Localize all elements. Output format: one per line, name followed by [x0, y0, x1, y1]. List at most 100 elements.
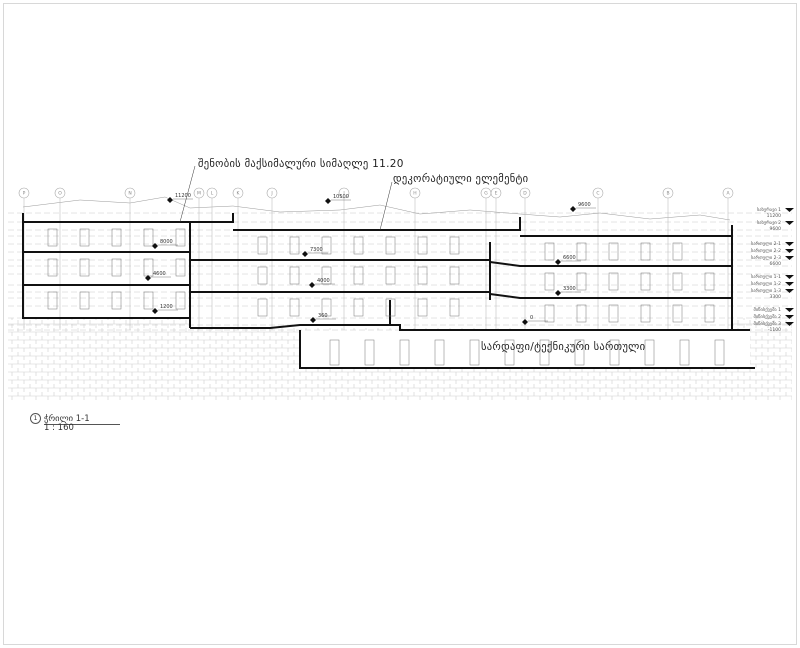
door-opening	[640, 272, 651, 291]
door-opening	[257, 236, 268, 255]
level-triangle-icon	[785, 275, 794, 279]
door-opening	[576, 304, 587, 323]
elevation-value: 1200	[160, 304, 173, 310]
grid-axis-label: H	[413, 191, 416, 197]
level-triangle-icon	[785, 308, 794, 312]
level-value: -1100	[768, 327, 781, 333]
level-marker: მიწისქვეშა 2	[754, 313, 794, 320]
elevation-marker: 3300	[555, 286, 581, 296]
door-opening	[544, 272, 555, 291]
door-opening	[143, 228, 154, 247]
elevation-marker: 1200	[152, 304, 178, 314]
level-name: სართული 1-1	[751, 273, 781, 280]
elevation-value: 4600	[153, 271, 166, 277]
level-name: მიწისქვეშა 1	[754, 306, 782, 313]
grid-axis-bubble	[206, 187, 218, 199]
door-opening	[175, 258, 186, 277]
door-opening	[289, 236, 300, 255]
door-opening	[539, 339, 550, 366]
decorative-roof-line	[22, 196, 731, 221]
door-opening	[608, 272, 619, 291]
door-opening	[704, 242, 715, 261]
door-opening	[469, 339, 480, 366]
door-opening	[644, 339, 655, 366]
door-opening	[79, 258, 90, 277]
door-opening	[672, 304, 683, 323]
grid-axis-bubble	[592, 187, 604, 199]
grid-axis-label: C	[596, 191, 599, 197]
level-triangle-icon	[785, 289, 794, 293]
elevation-value: 0	[530, 315, 533, 321]
grid-axis-label: D	[523, 191, 527, 197]
level-name: სახურავი 2	[757, 219, 781, 226]
door-opening	[353, 236, 364, 255]
elevation-marker: 0	[522, 315, 548, 325]
elevation-symbol-icon	[152, 308, 158, 314]
door-opening	[321, 298, 332, 317]
level-name: სართული 2-1	[751, 240, 781, 247]
door-opening	[608, 242, 619, 261]
door-opening	[329, 339, 340, 366]
door-opening	[544, 242, 555, 261]
elevation-marker: 6600	[555, 255, 581, 265]
structure	[22, 213, 755, 369]
door-opening	[79, 291, 90, 310]
grid-axis-label: E	[495, 191, 498, 197]
grid-axis-bubble	[18, 187, 30, 199]
door-opening	[640, 242, 651, 261]
door-opening	[576, 242, 587, 261]
door-opening	[385, 298, 396, 317]
elevation-marker: 11200	[167, 193, 193, 203]
elevation-symbol-icon	[152, 243, 158, 249]
door-opening	[704, 304, 715, 323]
grid-axis-label: O	[58, 191, 62, 197]
elevation-marker: 7300	[302, 247, 328, 257]
section-name: ჭრილი 1-1	[44, 414, 120, 425]
grid-axis-label: G	[484, 191, 488, 197]
door-opening	[672, 272, 683, 291]
elevation-symbol-icon	[555, 290, 561, 296]
door-opening	[449, 236, 460, 255]
door-opening	[111, 228, 122, 247]
grid-axis-label: J	[270, 191, 272, 197]
elevation-value: 10500	[333, 194, 349, 200]
door-opening	[47, 228, 58, 247]
door-opening	[544, 304, 555, 323]
grid-axis-label: B	[666, 191, 669, 197]
elevation-value: 8000	[160, 239, 173, 245]
level-marker: სართული 1-2	[751, 280, 794, 287]
level-marker: მიწისქვეშა 1	[754, 306, 794, 313]
door-opening	[175, 291, 186, 310]
elevation-value: 6600	[563, 255, 576, 261]
door-opening	[321, 236, 332, 255]
elevation-value: 7300	[310, 247, 323, 253]
grid-axis-label: A	[726, 191, 730, 197]
level-triangle-icon	[785, 315, 794, 319]
door-opening	[679, 339, 690, 366]
door-opening	[449, 266, 460, 285]
elevation-symbol-icon	[145, 275, 151, 281]
max-height-annotation: შენობის მაქსიმალური სიმაღლე 11.20	[198, 158, 404, 170]
elevation-symbol-icon	[167, 197, 173, 203]
elevation-symbol-icon	[302, 251, 308, 257]
grid-axis-label: L	[211, 191, 214, 197]
grid-axis-label: K	[237, 191, 241, 197]
elevation-value: 3300	[563, 286, 576, 292]
level-triangle-icon	[785, 249, 794, 253]
door-opening	[111, 258, 122, 277]
grid-axis-bubble	[490, 187, 502, 199]
elevation-symbol-icon	[570, 206, 576, 212]
grid-axis-label: P	[23, 191, 26, 197]
grid-axis-bubble	[409, 187, 421, 199]
door-opening	[289, 266, 300, 285]
level-triangle-icon	[785, 242, 794, 246]
level-name: სართული 1-2	[751, 280, 781, 287]
door-opening	[385, 236, 396, 255]
door-opening	[640, 304, 651, 323]
grid-axis-bubble	[266, 187, 278, 199]
grid-axis-label: N	[128, 191, 131, 197]
door-opening	[417, 266, 428, 285]
